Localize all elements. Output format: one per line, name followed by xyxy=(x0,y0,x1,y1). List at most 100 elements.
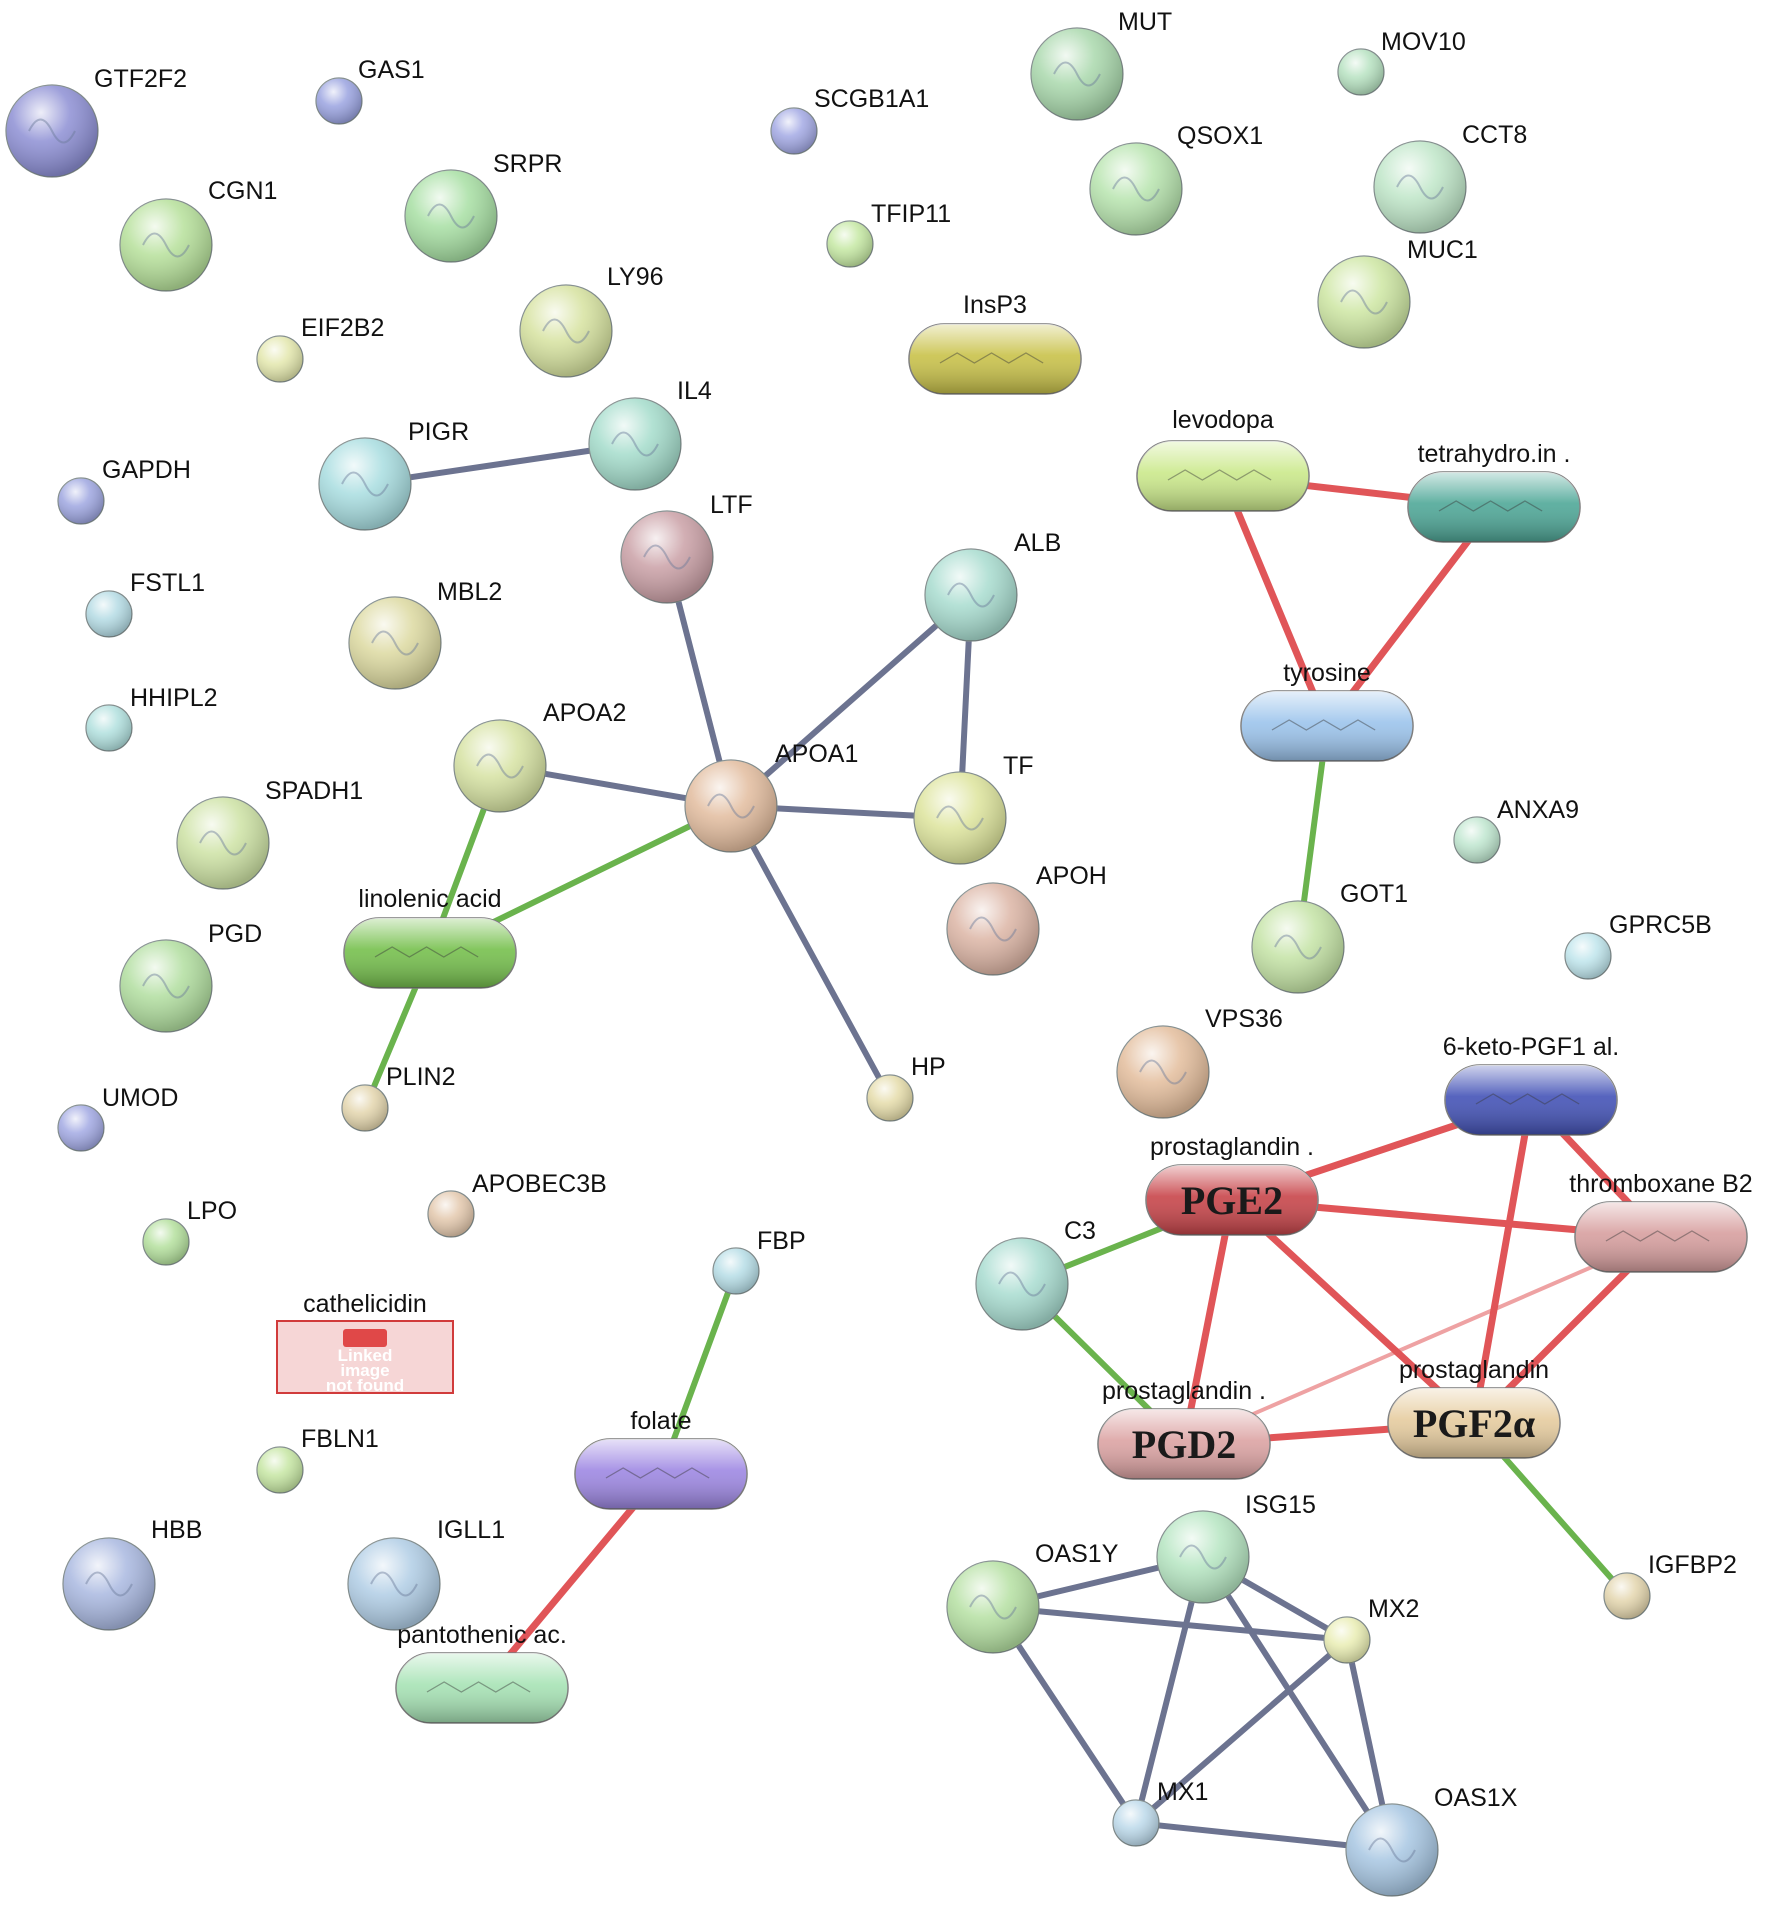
node-label: CGN1 xyxy=(208,177,277,205)
node-gas1[interactable]: GAS1 xyxy=(315,56,425,125)
node-ball-gloss xyxy=(143,1219,189,1265)
node-label: GPRC5B xyxy=(1609,911,1712,939)
node-eif2b2[interactable]: EIF2B2 xyxy=(256,314,384,383)
node-thromboxane[interactable]: thromboxane B2 xyxy=(1569,1170,1753,1273)
node-tf[interactable]: TF xyxy=(913,752,1034,865)
node-mut[interactable]: MUT xyxy=(1030,8,1172,121)
node-pigr[interactable]: PIGR xyxy=(318,418,469,531)
node-label: pantothenic ac. xyxy=(397,1621,567,1649)
node-label: VPS36 xyxy=(1205,1005,1283,1033)
node-compound-label: PGD2 xyxy=(1132,1422,1236,1467)
node-apoh[interactable]: APOH xyxy=(946,862,1107,976)
node-spadh1[interactable]: SPADH1 xyxy=(176,777,363,890)
node-anxa9[interactable]: ANXA9 xyxy=(1453,796,1579,864)
node-ball-gloss xyxy=(621,511,713,603)
node-insp3[interactable]: InsP3 xyxy=(908,291,1082,395)
node-mx1[interactable]: MX1 xyxy=(1112,1778,1208,1847)
node-hbb[interactable]: HBB xyxy=(62,1516,202,1631)
node-levodopa[interactable]: levodopa xyxy=(1136,406,1310,512)
node-ball-gloss xyxy=(348,1538,440,1630)
node-ball-gloss xyxy=(58,478,104,524)
node-fstl1[interactable]: FSTL1 xyxy=(85,569,205,638)
broken-image-icon xyxy=(343,1329,387,1347)
node-label: tyrosine xyxy=(1283,659,1371,687)
node-cct8[interactable]: CCT8 xyxy=(1373,121,1527,234)
node-label: TF xyxy=(1003,752,1034,780)
node-label: UMOD xyxy=(102,1084,178,1112)
node-muc1[interactable]: MUC1 xyxy=(1317,236,1478,349)
node-mov10[interactable]: MOV10 xyxy=(1337,28,1466,96)
node-scgb1a1[interactable]: SCGB1A1 xyxy=(770,85,929,155)
node-gprc5b[interactable]: GPRC5B xyxy=(1564,911,1712,980)
node-ball-gloss xyxy=(925,549,1017,641)
node-ball-gloss xyxy=(976,1238,1068,1330)
node-fbln1[interactable]: FBLN1 xyxy=(256,1425,379,1494)
node-lpo[interactable]: LPO xyxy=(142,1197,237,1266)
node-ball-gloss xyxy=(1604,1573,1650,1619)
node-ball-gloss xyxy=(316,78,362,124)
node-ketopgf[interactable]: 6-keto-PGF1 al. xyxy=(1443,1033,1619,1136)
node-label: TFIP11 xyxy=(871,200,951,228)
broken-image-text: image xyxy=(340,1361,389,1380)
node-oas1y[interactable]: OAS1Y xyxy=(946,1540,1119,1654)
node-compound-label: PGF2α xyxy=(1413,1401,1535,1446)
node-label: 6-keto-PGF1 al. xyxy=(1443,1033,1619,1061)
structure-glyph xyxy=(947,582,995,608)
edge-isg15-oas1x xyxy=(1200,1554,1395,1853)
node-apoa2[interactable]: APOA2 xyxy=(453,699,626,813)
node-hhipl2[interactable]: HHIPL2 xyxy=(85,684,218,752)
node-gapdh[interactable]: GAPDH xyxy=(57,456,191,525)
node-label: APOBEC3B xyxy=(472,1170,607,1198)
node-tetrahydro[interactable]: tetrahydro.in . xyxy=(1407,440,1581,543)
node-plin2[interactable]: PLIN2 xyxy=(341,1063,455,1132)
node-ball-gloss xyxy=(947,1561,1039,1653)
node-hp[interactable]: HP xyxy=(866,1053,946,1122)
node-ball-gloss xyxy=(63,1538,155,1630)
node-isg15[interactable]: ISG15 xyxy=(1156,1491,1316,1604)
edge-pge2-pgf2a xyxy=(1228,1196,1478,1427)
node-mx2[interactable]: MX2 xyxy=(1323,1595,1419,1664)
node-umod[interactable]: UMOD xyxy=(57,1084,178,1152)
node-pantothenic[interactable]: pantothenic ac. xyxy=(395,1621,569,1724)
node-pgd[interactable]: PGD xyxy=(119,920,262,1033)
node-c3[interactable]: C3 xyxy=(975,1217,1096,1331)
structure-glyph xyxy=(142,973,190,999)
node-ball-gloss xyxy=(257,336,303,382)
node-igll1[interactable]: IGLL1 xyxy=(347,1516,505,1631)
edge-apoa1-hp xyxy=(728,803,893,1101)
node-ball-gloss xyxy=(120,940,212,1032)
node-pill-gloss xyxy=(1241,691,1413,761)
node-gtf2f2[interactable]: GTF2F2 xyxy=(5,65,187,178)
node-mbl2[interactable]: MBL2 xyxy=(348,578,502,690)
node-folate[interactable]: folate xyxy=(574,1407,748,1510)
node-alb[interactable]: ALB xyxy=(924,529,1061,642)
node-cgn1[interactable]: CGN1 xyxy=(119,177,277,292)
node-ltf[interactable]: LTF xyxy=(620,491,753,604)
node-fbp[interactable]: FBP xyxy=(712,1227,806,1295)
node-pill-gloss xyxy=(1575,1202,1747,1272)
node-igfbp2[interactable]: IGFBP2 xyxy=(1603,1551,1737,1620)
node-vps36[interactable]: VPS36 xyxy=(1116,1005,1283,1119)
node-tyrosine[interactable]: tyrosine xyxy=(1240,659,1414,762)
node-ball-gloss xyxy=(1318,256,1410,348)
node-qsox1[interactable]: QSOX1 xyxy=(1089,122,1263,236)
node-oas1x[interactable]: OAS1X xyxy=(1345,1784,1518,1897)
structure-glyph xyxy=(936,805,984,831)
node-label: MOV10 xyxy=(1381,28,1466,56)
node-il4[interactable]: IL4 xyxy=(588,377,712,491)
node-label: ALB xyxy=(1014,529,1061,557)
node-got1[interactable]: GOT1 xyxy=(1251,880,1408,994)
node-ly96[interactable]: LY96 xyxy=(519,263,664,378)
node-srpr[interactable]: SRPR xyxy=(404,150,562,263)
node-apoa1[interactable]: APOA1 xyxy=(684,740,858,853)
node-linolenic[interactable]: linolenic acid xyxy=(343,885,517,989)
node-ball-gloss xyxy=(1454,817,1500,863)
node-tfip11[interactable]: TFIP11 xyxy=(826,200,951,268)
node-ball-gloss xyxy=(1338,49,1384,95)
node-apobec3b[interactable]: APOBEC3B xyxy=(427,1170,607,1238)
